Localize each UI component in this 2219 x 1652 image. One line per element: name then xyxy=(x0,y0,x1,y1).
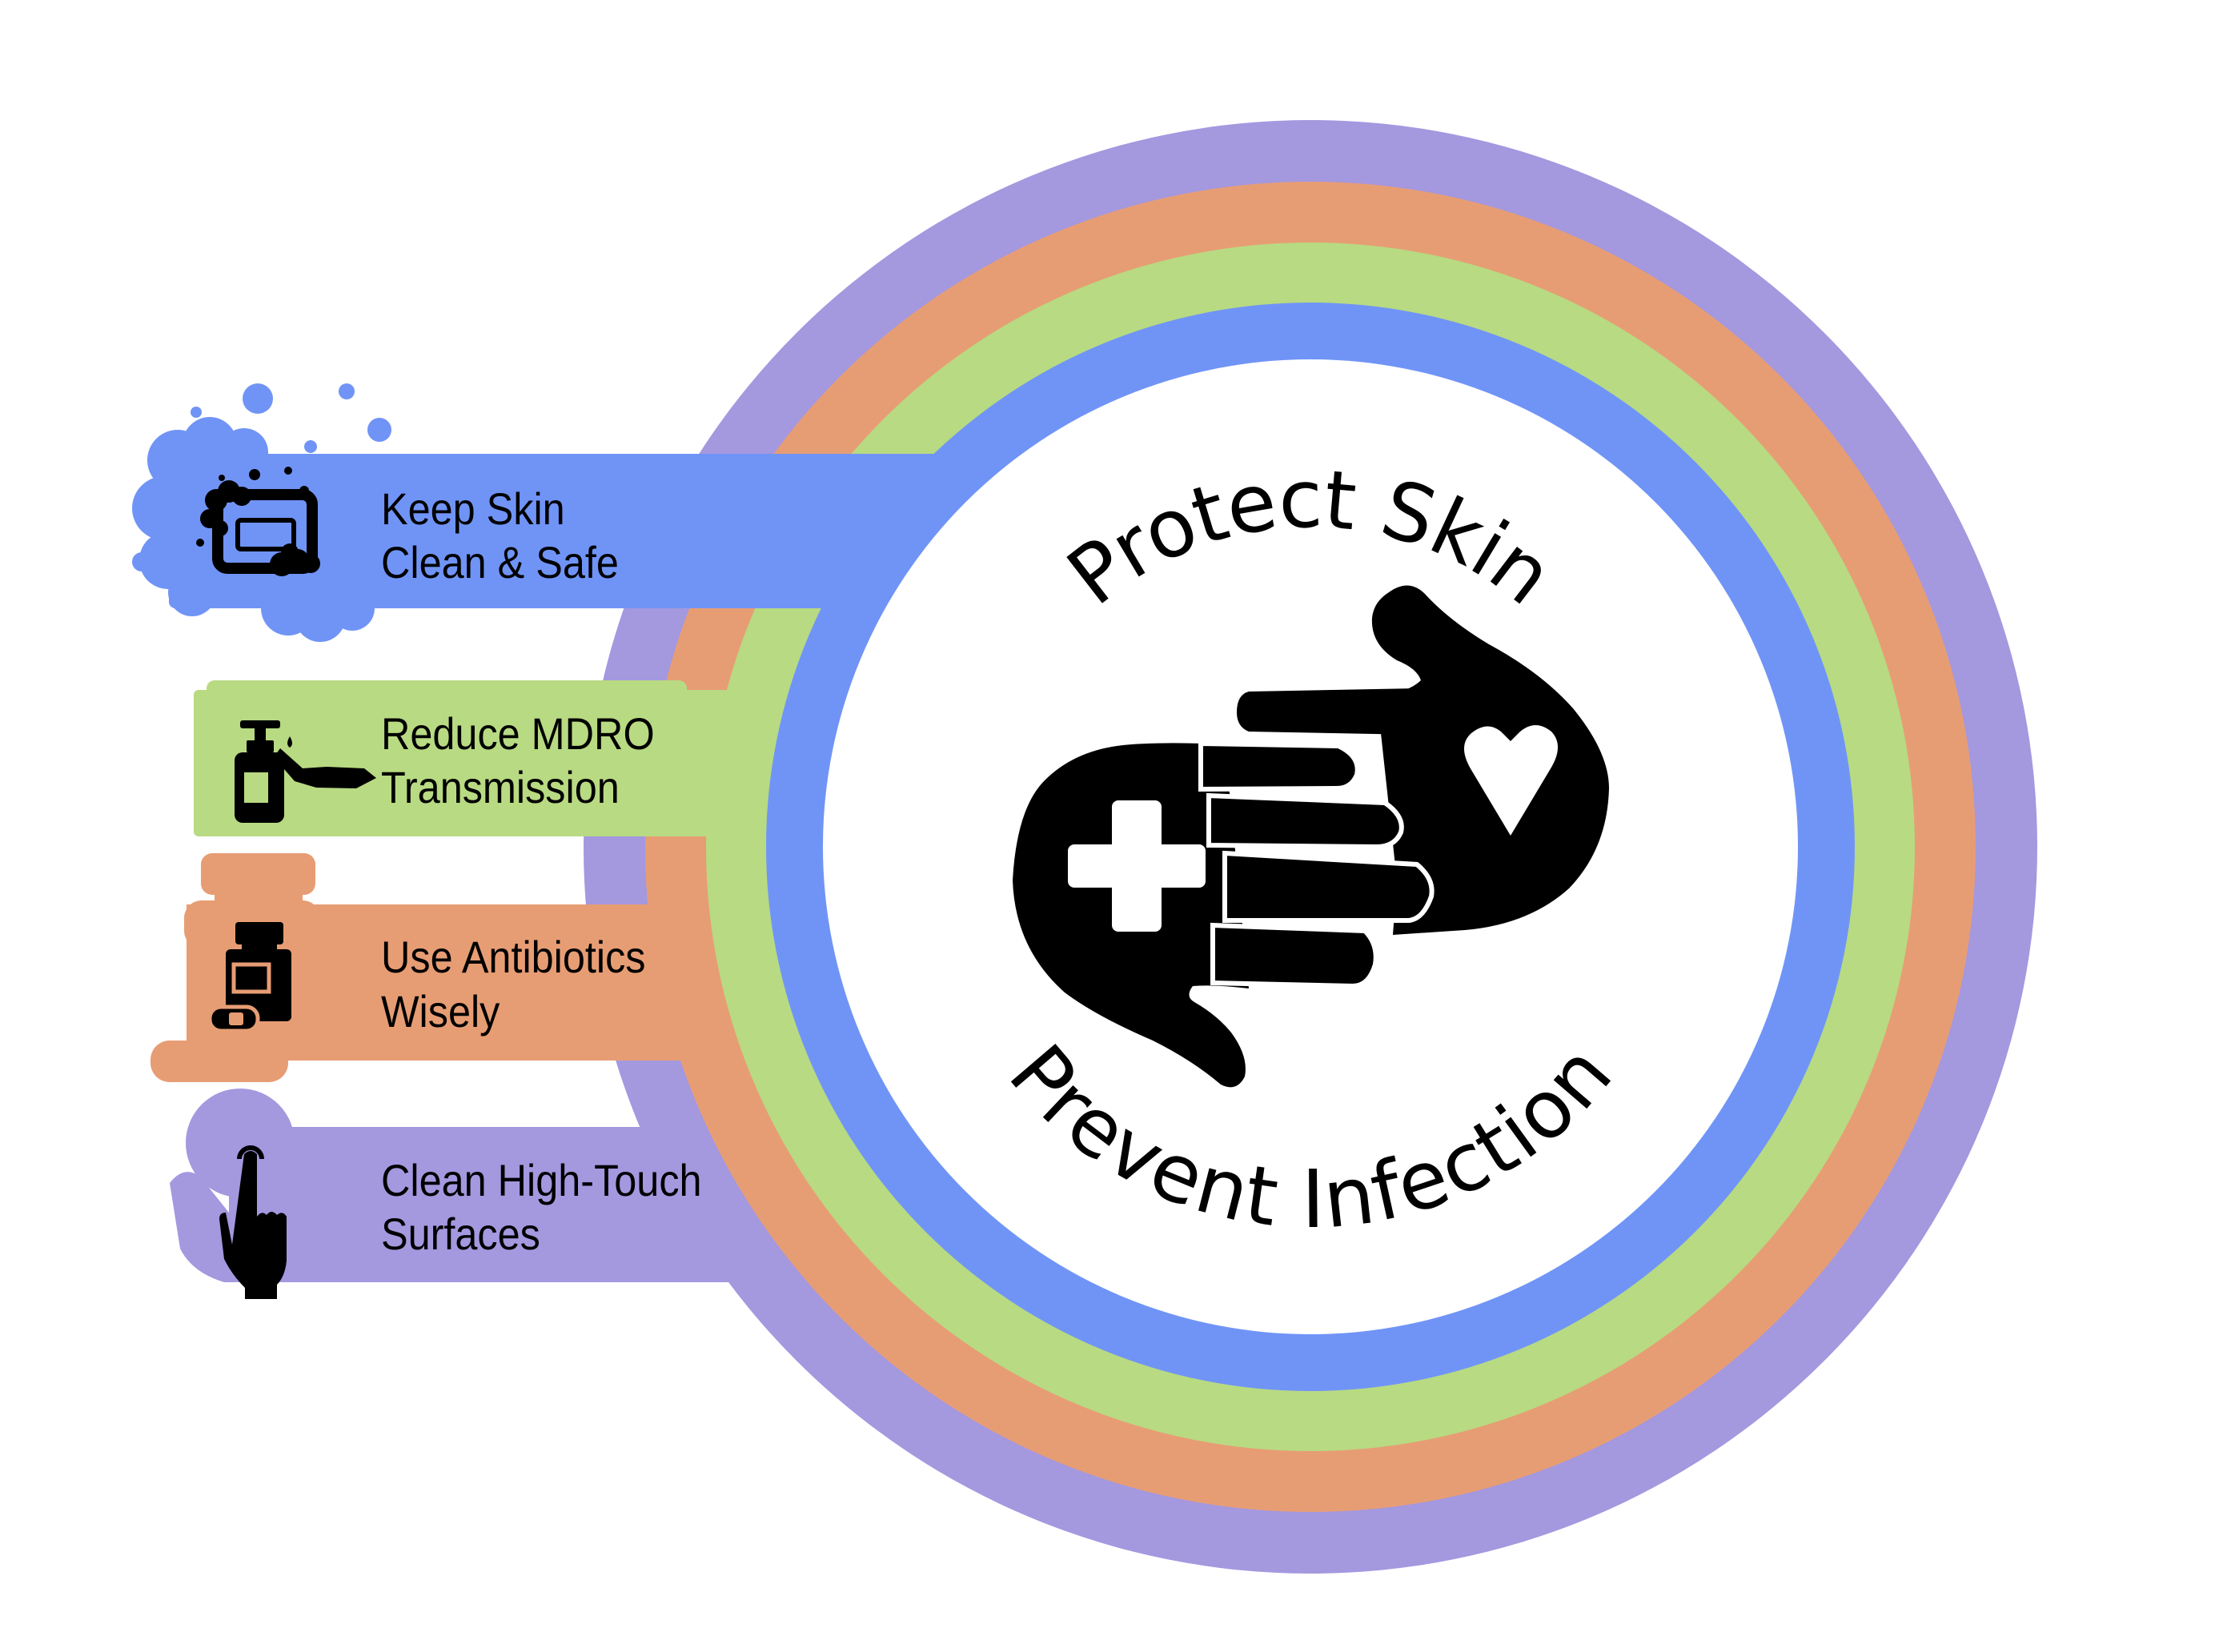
step-label-line2: Surfaces xyxy=(381,1210,540,1260)
right-hand-finger xyxy=(1237,688,1417,735)
orange-bottle-cap-blob xyxy=(201,853,315,895)
step-label-line1: Reduce MDRO xyxy=(381,710,655,760)
step-label-line1: Use Antibiotics xyxy=(381,933,646,983)
pump-label-window xyxy=(244,772,268,803)
step-label-line2: Transmission xyxy=(381,764,620,813)
cross-icon xyxy=(1068,800,1206,932)
step-clean-surfaces: Clean High-Touch Surfaces xyxy=(219,1145,702,1299)
orange-bottle-foot-blob xyxy=(150,1041,288,1082)
step-label-line1: Clean High-Touch xyxy=(381,1157,702,1206)
purple-thumb-blob xyxy=(170,1172,232,1282)
left-hand-fingers xyxy=(1198,740,1435,989)
purple-hand-blob xyxy=(186,1089,295,1197)
green-pump-neck-blob xyxy=(207,688,295,720)
pill-bottle-label xyxy=(231,962,271,994)
step-use-antibiotics: Use Antibiotics Wisely xyxy=(207,922,646,1037)
hand-sanitizer-pump-icon xyxy=(235,720,376,823)
bubble-cloud xyxy=(132,383,391,642)
step-keep-skin-clean: Keep Skin Clean & Safe xyxy=(196,467,619,588)
step-reduce-mdro: Reduce MDRO Transmission xyxy=(235,710,655,823)
hands-with-cross-and-heart-icon xyxy=(1013,585,1609,1088)
step-label-line2: Wisely xyxy=(381,988,500,1037)
step-label-line1: Keep Skin xyxy=(381,485,565,535)
step-label-line2: Clean & Safe xyxy=(381,539,619,588)
green-pump-head-blob xyxy=(207,680,687,698)
pill-bottle-icon xyxy=(207,922,291,1033)
soap-bar-icon xyxy=(196,467,320,576)
heart-icon xyxy=(1464,725,1559,836)
touch-finger-icon xyxy=(219,1145,287,1299)
